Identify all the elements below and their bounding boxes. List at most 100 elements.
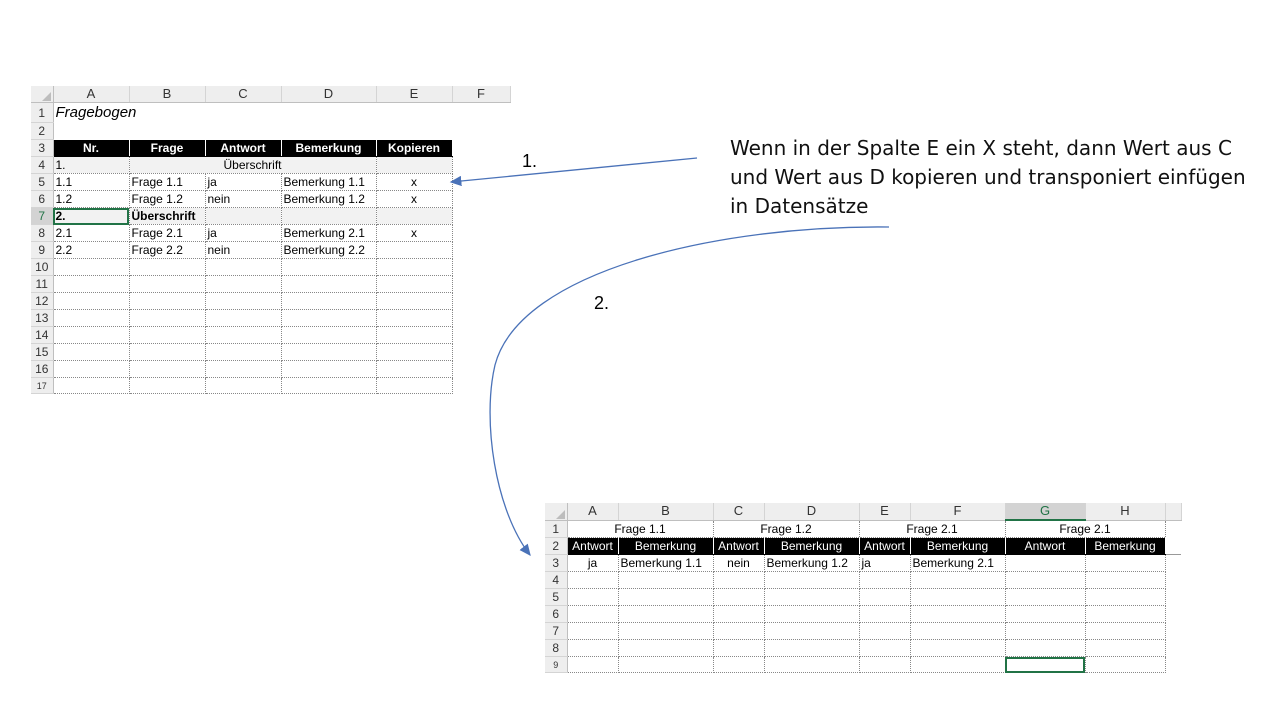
empty-cell[interactable]: [764, 605, 860, 623]
empty-cell[interactable]: [53, 292, 130, 310]
empty-cell[interactable]: [1085, 639, 1166, 657]
empty-cell[interactable]: [618, 656, 714, 673]
cell-b6[interactable]: Frage 1.2: [129, 190, 206, 208]
empty-cell[interactable]: [129, 258, 206, 276]
header-nr[interactable]: Nr.: [53, 139, 130, 157]
empty-cell[interactable]: [910, 656, 1006, 673]
empty-cell[interactable]: [53, 275, 130, 293]
empty-cell[interactable]: [910, 639, 1006, 657]
empty-cell[interactable]: [618, 588, 714, 606]
column-header-b[interactable]: B: [129, 86, 206, 103]
row-header-8[interactable]: 8: [31, 224, 54, 242]
column-header-d[interactable]: D: [281, 86, 377, 103]
cell-a3[interactable]: ja: [567, 554, 619, 572]
row-header-7[interactable]: 7: [31, 207, 54, 225]
empty-cell[interactable]: [1005, 605, 1086, 623]
empty-cell[interactable]: [129, 292, 206, 310]
empty-cell[interactable]: [910, 588, 1006, 606]
empty-cell[interactable]: [859, 588, 911, 606]
header-antwort-g[interactable]: Antwort: [1005, 537, 1086, 555]
empty-cell[interactable]: [281, 292, 377, 310]
cell-c7[interactable]: [205, 207, 282, 225]
header-bemerkung-d[interactable]: Bemerkung: [764, 537, 860, 555]
header-antwort-e[interactable]: Antwort: [859, 537, 911, 555]
cell-a8[interactable]: 2.1: [53, 224, 130, 242]
empty-cell[interactable]: [376, 275, 453, 293]
cell-a4[interactable]: 1.: [53, 156, 130, 174]
cell-c3[interactable]: nein: [713, 554, 765, 572]
group-frage-1-1[interactable]: Frage 1.1: [567, 520, 714, 538]
empty-cell[interactable]: [376, 343, 453, 361]
empty-cell[interactable]: [764, 622, 860, 640]
row-header-1[interactable]: 1: [31, 102, 54, 123]
empty-cell[interactable]: [205, 292, 282, 310]
group-frage-2-1-second[interactable]: Frage 2.1: [1005, 520, 1166, 538]
empty-cell[interactable]: [205, 309, 282, 327]
cell-b9[interactable]: Frage 2.2: [129, 241, 206, 259]
empty-cell[interactable]: [1085, 571, 1166, 589]
empty-cell[interactable]: [205, 326, 282, 344]
empty-cell[interactable]: [859, 622, 911, 640]
empty-cell[interactable]: [859, 656, 911, 673]
column-header-b[interactable]: B: [618, 503, 714, 521]
empty-cell[interactable]: [53, 343, 130, 361]
empty-cell[interactable]: [713, 656, 765, 673]
row-header-15[interactable]: 15: [31, 343, 54, 361]
empty-cell[interactable]: [376, 360, 453, 378]
empty-cell[interactable]: [859, 571, 911, 589]
empty-cell[interactable]: [567, 656, 619, 673]
empty-cell[interactable]: [129, 309, 206, 327]
select-all-corner[interactable]: [545, 503, 568, 521]
empty-cell[interactable]: [205, 377, 282, 394]
empty-cell[interactable]: [129, 360, 206, 378]
column-header-h[interactable]: H: [1085, 503, 1166, 521]
cell-b5[interactable]: Frage 1.1: [129, 173, 206, 191]
empty-cell[interactable]: [281, 309, 377, 327]
empty-cell[interactable]: [281, 377, 377, 394]
empty-cell[interactable]: [1085, 622, 1166, 640]
cell-d7[interactable]: [281, 207, 377, 225]
empty-cell[interactable]: [129, 343, 206, 361]
column-header-e[interactable]: E: [376, 86, 453, 103]
row-header-3[interactable]: 3: [31, 139, 54, 157]
empty-cell[interactable]: [764, 571, 860, 589]
empty-cell[interactable]: [281, 258, 377, 276]
cell-b4-section-heading[interactable]: Überschrift: [129, 156, 377, 174]
cell-d5[interactable]: Bemerkung 1.1: [281, 173, 377, 191]
empty-cell[interactable]: [1005, 622, 1086, 640]
cell-e6[interactable]: x: [376, 190, 453, 208]
row-header-9[interactable]: 9: [545, 656, 568, 673]
empty-cell[interactable]: [713, 622, 765, 640]
empty-cell[interactable]: [1085, 656, 1166, 673]
row-header-17[interactable]: 17: [31, 377, 54, 394]
header-bemerkung-f[interactable]: Bemerkung: [910, 537, 1006, 555]
row-header-8[interactable]: 8: [545, 639, 568, 657]
column-header-f[interactable]: F: [910, 503, 1006, 521]
header-antwort-c[interactable]: Antwort: [713, 537, 765, 555]
empty-cell[interactable]: [205, 258, 282, 276]
empty-cell[interactable]: [567, 622, 619, 640]
cell-a9[interactable]: 2.2: [53, 241, 130, 259]
cell-a6[interactable]: 1.2: [53, 190, 130, 208]
cell-h3[interactable]: [1085, 554, 1166, 572]
cell-d3[interactable]: Bemerkung 1.2: [764, 554, 860, 572]
empty-cell[interactable]: [859, 639, 911, 657]
cell-c8[interactable]: ja: [205, 224, 282, 242]
header-frage[interactable]: Frage: [129, 139, 206, 157]
cell-d6[interactable]: Bemerkung 1.2: [281, 190, 377, 208]
column-header-c[interactable]: C: [205, 86, 282, 103]
empty-cell[interactable]: [129, 275, 206, 293]
row-header-5[interactable]: 5: [545, 588, 568, 606]
column-header-g[interactable]: G: [1005, 503, 1086, 521]
empty-cell[interactable]: [713, 588, 765, 606]
empty-cell[interactable]: [618, 639, 714, 657]
empty-cell[interactable]: [53, 258, 130, 276]
empty-cell[interactable]: [281, 360, 377, 378]
empty-cell[interactable]: [764, 639, 860, 657]
empty-cell[interactable]: [567, 571, 619, 589]
empty-cell[interactable]: [376, 292, 453, 310]
header-bemerkung-b[interactable]: Bemerkung: [618, 537, 714, 555]
empty-cell[interactable]: [567, 605, 619, 623]
row-header-9[interactable]: 9: [31, 241, 54, 259]
column-header-f[interactable]: F: [452, 86, 511, 103]
